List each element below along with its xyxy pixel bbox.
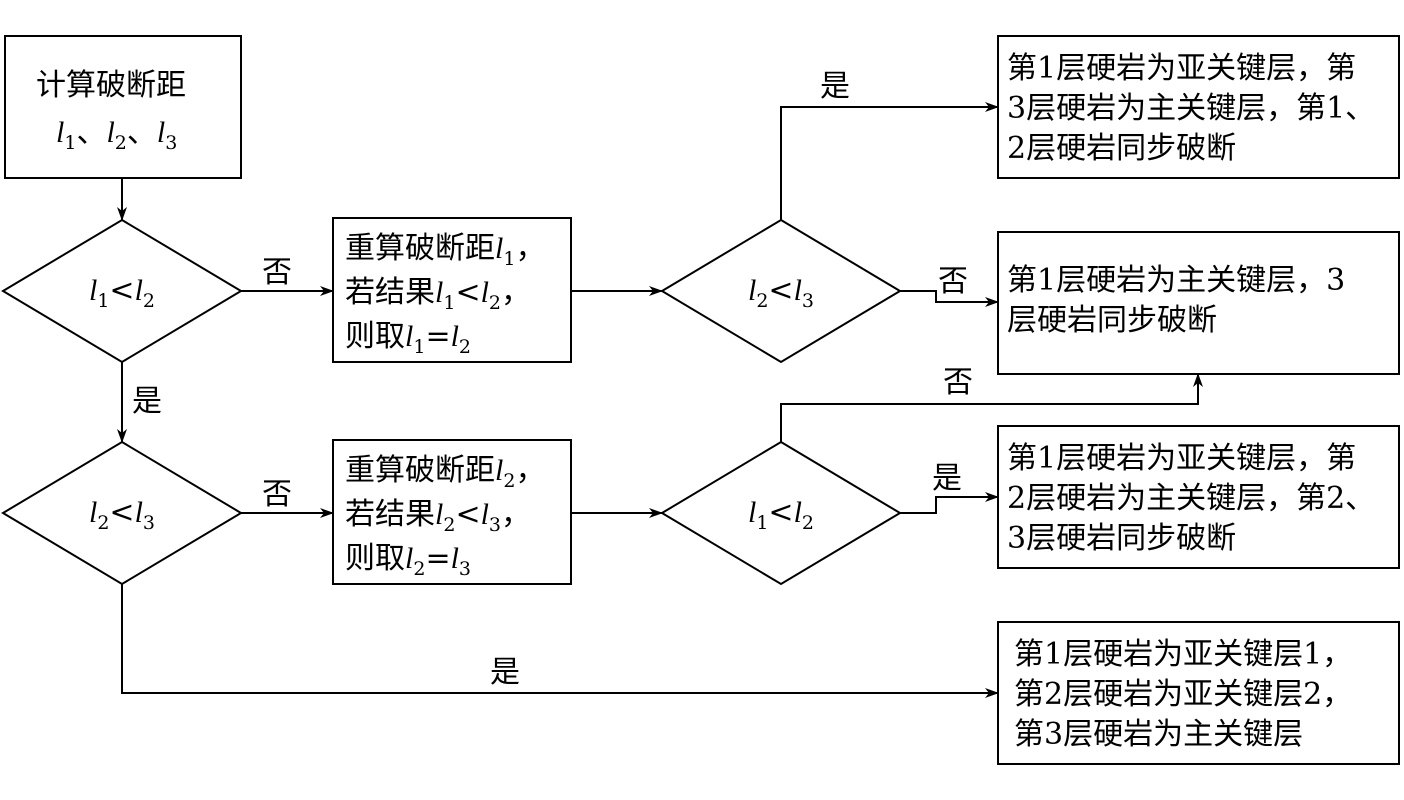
decision-lower-l1-lt-l2 — [660, 440, 902, 586]
recalc2-line1: 重算破断距l2， — [345, 453, 545, 492]
recalc1-line3: 则取l1=l2 — [345, 319, 471, 358]
recalc2-line3: 则取l2=l3 — [345, 541, 471, 580]
arrow-d2-to-result4 — [121, 584, 999, 698]
result-box-1 — [997, 35, 1400, 179]
result-box-2 — [997, 231, 1400, 375]
label-d4-yes: 是 — [932, 461, 962, 496]
label-d1-no: 否 — [262, 255, 292, 290]
result-box-3 — [997, 425, 1400, 569]
result1-line3: 2层硬岩同步破断 — [1007, 131, 1236, 166]
result3-line3: 3层硬岩同步破断 — [1007, 521, 1236, 556]
result4-line3: 第3层硬岩为主关键层 — [1014, 717, 1303, 752]
label-d1-yes: 是 — [132, 384, 162, 419]
start-box-line2: l1、l2、l3 — [56, 115, 177, 154]
result3-line2: 2层硬岩为主关键层，第2、 — [1007, 481, 1375, 516]
label-d3-yes: 是 — [820, 69, 850, 104]
start-box-line1: 计算破断距 — [36, 68, 186, 103]
d1-text: l1<l2 — [89, 273, 155, 312]
label-d2-no: 否 — [262, 477, 292, 512]
recalc-l1-box — [332, 217, 572, 363]
result-box-4 — [997, 621, 1400, 765]
result4-line2: 第2层硬岩为亚关键层2， — [1014, 677, 1352, 712]
label-d2-yes: 是 — [490, 655, 520, 690]
recalc1-line1: 重算破断距l1， — [345, 231, 545, 270]
decision-upper-l2-lt-l3 — [660, 218, 902, 364]
arrow-d4-to-result3 — [900, 492, 999, 514]
arrow-d3-to-result1 — [780, 102, 999, 220]
recalc-l2-box — [332, 439, 572, 585]
result3-line1: 第1层硬岩为亚关键层，第 — [1007, 441, 1356, 476]
recalc1-line2: 若结果l1<l2， — [345, 275, 531, 314]
label-d4-no: 否 — [943, 365, 973, 400]
d3-text: l2<l3 — [748, 273, 814, 312]
arrow-d3-to-result2 — [900, 290, 999, 307]
result1-line2: 3层硬岩为主关键层，第1、 — [1007, 91, 1375, 126]
label-d3-no: 否 — [938, 264, 968, 299]
result1-line1: 第1层硬岩为亚关键层，第 — [1007, 51, 1356, 86]
result2-line2: 层硬岩同步破断 — [1007, 303, 1217, 338]
d2-text: l2<l3 — [89, 495, 155, 534]
result4-line1: 第1层硬岩为亚关键层1， — [1014, 637, 1352, 672]
start-box — [4, 35, 242, 179]
recalc2-line2: 若结果l2<l3， — [345, 497, 531, 536]
result2-line1: 第1层硬岩为主关键层，3 — [1007, 263, 1345, 298]
d4-text: l1<l2 — [748, 495, 814, 534]
arrow-d4-to-result2 — [780, 373, 1203, 442]
